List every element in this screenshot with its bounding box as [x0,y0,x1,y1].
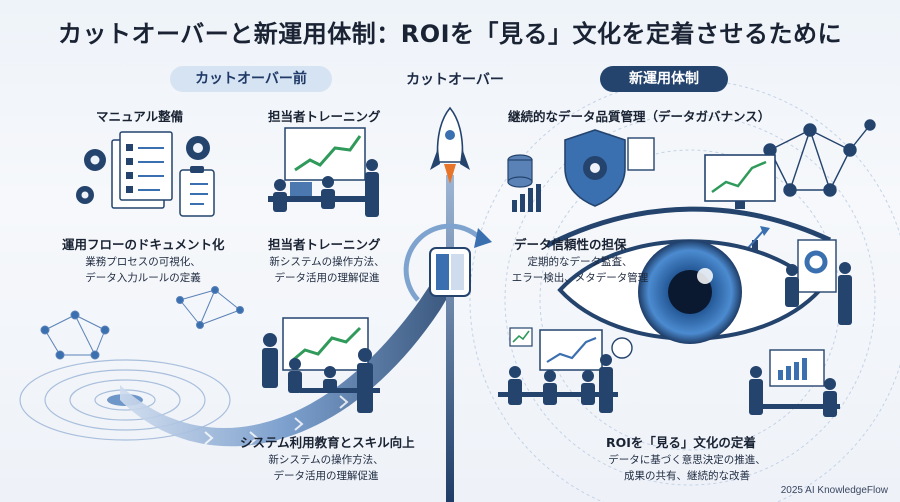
phase-label-before: カットオーバー前 [170,66,332,92]
roi-culture-desc-1: データに基づく意思決定の推進、 [608,454,766,466]
document-icon [111,131,173,209]
training-desc-2: データ活用の理解促進 [274,272,380,284]
governance-heading: 継続的なデータ品質管理（データガバナンス） [508,109,771,124]
manual-heading: マニュアル整備 [96,109,184,124]
network-icon-left [40,310,110,360]
workflow-doc-heading: 運用フローのドキュメント化 [62,237,225,252]
network-icon-mid [176,286,244,329]
chart-icon-governance [512,184,541,212]
reliability-desc-1: 定期的なデータ監査、 [527,256,633,268]
phase-label-after: 新運用体制 [600,66,728,92]
eye-icon [546,206,832,344]
chart-icon-monitor [704,154,776,209]
page-title: カットオーバーと新運用体制：ROIを「見る」文化を定着させるために [57,20,843,48]
roi-culture-desc-2: 成果の共有、継続的な改善 [624,470,750,482]
training-illustration-top [268,127,379,217]
cutover-switch [403,223,492,302]
sonar-rings-left [19,359,231,441]
training-desc-1: 新システムの操作方法、 [269,256,385,268]
education-desc-1: 新システムの操作方法、 [268,454,384,466]
roi-culture-heading: ROIを「見る」文化の定着 [606,435,756,450]
team-scene [498,327,840,417]
shield-icon [564,129,626,207]
database-icon [507,154,533,188]
training-top-heading: 担当者トレーニング [268,109,381,124]
rocket-icon [430,106,470,184]
clipboard-icon [179,166,215,217]
presenter-right [785,239,852,325]
doc-icon-governance [627,137,655,171]
workflow-doc-desc-2: データ入力ルールの定義 [85,272,201,284]
education-illustration [262,317,380,413]
education-heading: システム利用教育とスキル向上 [240,435,415,450]
education-desc-2: データ活用の理解促進 [273,470,379,482]
progress-ribbon [120,270,455,447]
reliability-heading: データ信頼性の担保 [514,237,627,252]
credit-text: 2025 AI KnowledgeFlow [780,485,888,496]
cutover-line [446,175,454,502]
network-icon-right [763,119,876,197]
ribbon-chevrons [204,395,349,445]
phase-label-center: カットオーバー [406,72,504,88]
gear-icon [76,136,210,204]
training-heading: 担当者トレーニング [268,237,381,252]
reliability-desc-2: エラー検出、メタデータ管理 [511,272,649,284]
workflow-doc-desc-1: 業務プロセスの可視化、 [85,256,201,268]
